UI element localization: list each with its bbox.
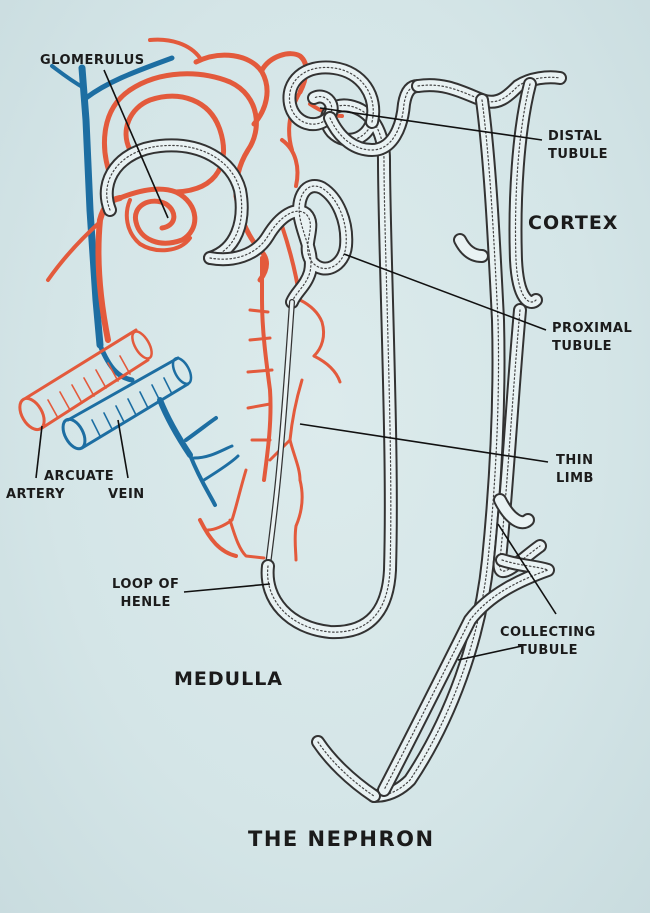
label-collecting-tubule: COLLECTING TUBULE (500, 624, 596, 660)
label-glomerulus: GLOMERULUS (40, 53, 145, 68)
leader-lines (35, 69, 557, 661)
leader-glomerulus (103, 69, 169, 219)
label-distal-tubule-line-1: DISTAL (548, 129, 603, 144)
label-proximal-tubule-line-2: TUBULE (552, 339, 613, 354)
nephron-tubules (99, 60, 567, 803)
label-distal-tubule-line-2: TUBULE (548, 147, 609, 162)
leader-loop-of-henle (183, 583, 271, 593)
label-thin-limb-line-1: THIN (556, 453, 594, 468)
thin-limb (265, 299, 295, 569)
label-vein: VEIN (108, 487, 145, 502)
diagram-title: THE NEPHRON (248, 827, 435, 851)
bowmans-capsule (99, 138, 249, 265)
leader-collecting-tubule-1 (497, 523, 557, 615)
leader-vein (117, 419, 129, 479)
label-proximal-tubule: PROXIMAL TUBULE (552, 320, 632, 356)
leader-proximal-tubule (343, 253, 547, 331)
label-loop-of-henle-line-1: LOOP OF (112, 577, 180, 592)
leader-collecting-tubule-2 (457, 645, 523, 661)
proximal-convoluted-tubule (203, 179, 354, 309)
leader-distal-tubule (319, 107, 543, 141)
label-distal-tubule: DISTAL TUBULE (548, 128, 608, 164)
leader-artery (35, 425, 43, 479)
label-arcuate: ARCUATE (44, 469, 115, 484)
label-cortex: CORTEX (528, 212, 619, 234)
leader-thin-limb (299, 423, 549, 463)
label-collecting-tubule-line-2: TUBULE (517, 643, 578, 658)
label-loop-of-henle-line-2: HENLE (120, 595, 171, 610)
label-thin-limb: THIN LIMB (556, 452, 594, 488)
label-thin-limb-line-2: LIMB (556, 471, 594, 486)
label-loop-of-henle: LOOP OF HENLE (112, 576, 179, 612)
collecting-tubule-system (311, 70, 567, 803)
label-collecting-tubule-line-1: COLLECTING (500, 625, 596, 640)
label-artery: ARTERY (6, 487, 65, 502)
label-proximal-tubule-line-1: PROXIMAL (552, 321, 633, 336)
venous-vessels (50, 55, 240, 507)
label-medulla: MEDULLA (174, 668, 284, 690)
